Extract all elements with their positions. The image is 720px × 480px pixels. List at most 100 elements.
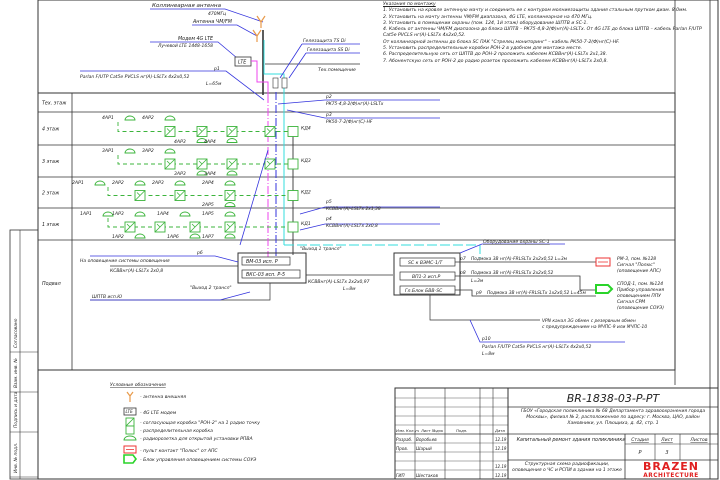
ap-label: 4AP4 xyxy=(204,139,216,145)
radio-socket-icon xyxy=(179,211,191,217)
stage-header: Стадия xyxy=(631,437,649,443)
brazen-logo-sub: ARCHITECTURE xyxy=(643,473,698,479)
cable-label: РК75-4,8-2(Ф)нг(А)-LSLTx xyxy=(326,101,384,107)
distribution-box-icon xyxy=(287,158,299,170)
ron2-box-mark xyxy=(224,221,236,233)
stamp-date: 12.19 xyxy=(495,437,507,442)
kd-label: КД2 xyxy=(301,190,311,196)
sheet-title: Структурная схема радиофикации, оповещен… xyxy=(512,462,622,473)
radio-socket-icon xyxy=(224,233,236,239)
legend-item-label: - радиорозетка для открытой установки РП… xyxy=(140,436,253,442)
radio-socket-icon xyxy=(134,211,146,217)
ron2-box-mark xyxy=(174,190,186,201)
collinear-freq: 470МГц xyxy=(208,11,226,17)
cable-id: р9 xyxy=(475,290,482,296)
radio-socket-icon xyxy=(226,170,238,176)
stage-value: P xyxy=(638,450,641,456)
vks-label: ВКС-03 исп. Р-5 xyxy=(246,272,285,278)
cable-leader xyxy=(277,99,440,105)
ron2-box-mark xyxy=(226,158,238,170)
soue-control-icon xyxy=(595,284,614,294)
note-item: 4. Кабель от антенны ЧМ/FM диапазона до … xyxy=(383,27,702,39)
ap-label: 1AP6 xyxy=(167,234,179,240)
cable-id: р1 xyxy=(213,66,220,72)
rm3-label: РМ-3, пом. №128 xyxy=(617,256,656,262)
antenna-icon xyxy=(252,29,262,42)
floor-label: 4 этаж xyxy=(42,127,60,133)
ron2-box-mark xyxy=(134,190,146,201)
lte-label: LTE xyxy=(238,60,247,66)
floor-label: 1 этаж xyxy=(42,222,60,228)
distribution-box-icon xyxy=(287,126,299,137)
riser-cable-labels: р2РК75-4,8-2(Ф)нг(А)-LSLTxр3РК50-7-2(Ф)н… xyxy=(277,94,440,231)
vm-module xyxy=(241,256,291,266)
cable-length: L=3м xyxy=(471,278,484,284)
kd-label: КД1 xyxy=(301,221,311,227)
distribution-box-icon xyxy=(125,425,135,435)
ap-label: 1AP3 xyxy=(112,211,124,217)
cable-leader xyxy=(299,223,440,231)
soue-control-icon xyxy=(123,454,137,464)
ron2-box-mark xyxy=(226,126,238,137)
ron2-box-mark xyxy=(196,158,208,170)
spod-label: (оповещение СОУЭ) xyxy=(617,305,664,311)
stamp-date: 12.19 xyxy=(495,464,507,469)
sheet-value: 3 xyxy=(665,450,668,456)
note-item: 7. Абонентскую сеть от РОН-2 до радио ро… xyxy=(383,58,608,64)
radio-socket-icon xyxy=(124,115,136,121)
alert-label: На оповещение системы оповещения xyxy=(80,258,170,264)
stamp-column-header: Кол.уч xyxy=(406,428,420,433)
antenna-icon xyxy=(256,15,266,28)
cable-id: р4 xyxy=(325,216,332,222)
legend-item-label: - пульт контакт "Полюс" от АПС xyxy=(140,448,218,454)
installation-notes: Указания по монтажу 1. Установить на кро… xyxy=(383,2,708,65)
vpn-label: VPN канал 3G обмен с резервным обмен xyxy=(542,318,636,324)
cable-label: КСВВнг(А)-LSLTx 2х2х0,97 xyxy=(308,279,370,285)
basement-equipment: ВМ-03 исп. Р ВКС-03 исп. Р-5 "Выход 1 тр… xyxy=(80,239,664,357)
distribution-box-icon xyxy=(287,190,299,201)
ap-label: 1AP7 xyxy=(202,234,214,240)
note-item: 5. Установить распределительные коробки … xyxy=(383,46,582,52)
vks-module xyxy=(241,269,301,279)
radio-socket-icon xyxy=(224,202,236,207)
ap-label: 3AP1 xyxy=(102,148,114,154)
stamp-column-header: Изм. xyxy=(396,428,405,433)
cable-label: КСВВнг(А)-LSLTx 2х0,8 xyxy=(326,223,378,229)
radio-socket-icon xyxy=(224,211,236,217)
floor-label: Подвал xyxy=(42,281,61,287)
sc-module-label: ВП1-3 исп.Р xyxy=(412,274,441,280)
tech-room-label: Тех.помещение xyxy=(318,67,356,73)
antenna-icon xyxy=(126,391,134,402)
kd-label: КД3 xyxy=(301,158,311,164)
note-item: 1. Установить на кровле антенную мачту и… xyxy=(383,8,688,14)
radio-socket-icon xyxy=(134,180,146,186)
note-item: 3. Установить в помещении охраны (пом. 1… xyxy=(383,20,588,26)
cable-leader xyxy=(239,149,269,246)
spod-label: Сигнал СРМ xyxy=(617,299,645,305)
modem-label: Модем 4G LTE xyxy=(178,36,214,42)
radio-socket-icon xyxy=(164,115,176,121)
ap-label: 3AP4 xyxy=(204,171,216,177)
ron2-box-mark xyxy=(264,126,276,137)
vpn-label: с предупреждением на МЧПС-9 или МЧПС-10 xyxy=(542,324,647,330)
cable-id: р3 xyxy=(325,112,332,118)
stamp-role: ГИП xyxy=(396,473,405,478)
cable-length: L=8м xyxy=(482,351,495,357)
ap-label: 4AP1 xyxy=(102,115,114,121)
stamp-date: 12.19 xyxy=(495,473,507,478)
note-item: 2. Установить на мачту антенны ЧМ/FM диа… xyxy=(383,14,593,20)
cable-leader xyxy=(299,206,440,215)
stamp-name: Воробьев xyxy=(416,437,437,442)
radio-socket-icon xyxy=(196,170,208,176)
ron2-box-mark xyxy=(224,190,236,201)
roof-antennas: Коллинеарная антенна 470МГц Антенна ЧМ/F… xyxy=(80,3,360,101)
radio-socket-icon xyxy=(123,435,137,441)
title-block-text: BR-1838-03-P-PT Капитальный ремонт здани… xyxy=(396,392,708,479)
side-stamp-label: Согласовано xyxy=(13,318,19,348)
ron2-box-mark xyxy=(124,221,136,233)
ap-label: 1AP4 xyxy=(157,211,169,217)
cable-length: L=8м xyxy=(343,286,356,292)
ron2-box-mark xyxy=(164,158,176,170)
